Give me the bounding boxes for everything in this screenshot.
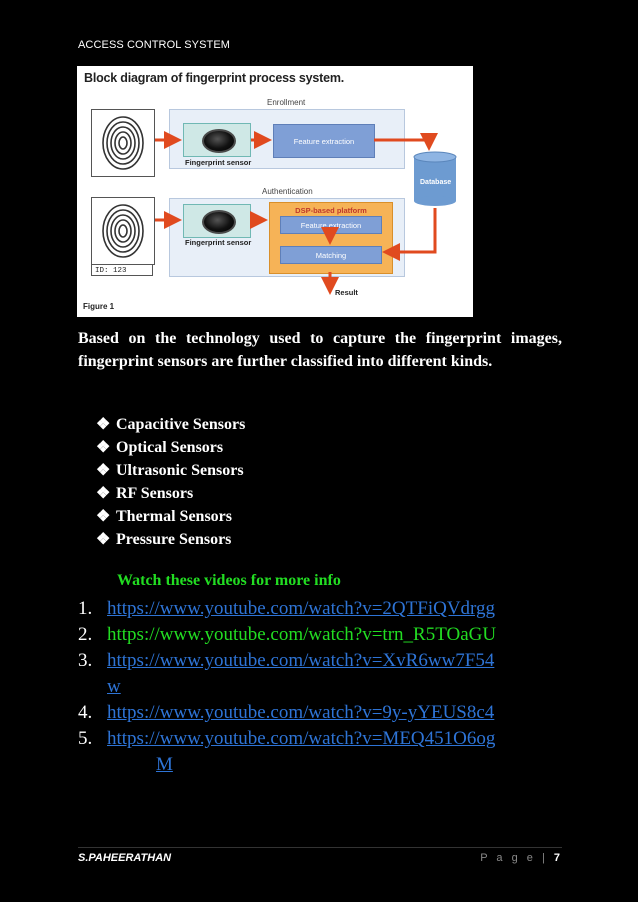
result-label: Result	[335, 288, 358, 297]
id-field: ID: 123	[91, 264, 153, 276]
sensor-icon	[202, 129, 236, 153]
list-item: ❖Pressure Sensors	[96, 528, 245, 551]
intro-paragraph: Based on the technology used to capture …	[78, 330, 562, 370]
page-number: 7	[553, 852, 560, 864]
list-item: ❖Thermal Sensors	[96, 505, 245, 528]
fingerprint-icon	[102, 116, 144, 170]
diamond-bullet-icon: ❖	[96, 485, 111, 502]
authentication-sensor-label: Fingerprint sensor	[185, 238, 252, 247]
enrollment-sensor	[183, 123, 251, 157]
figure-title: Block diagram of fingerprint process sys…	[84, 71, 345, 85]
video-link-2[interactable]: https://www.youtube.com/watch?v=trn_R5TO…	[107, 624, 497, 645]
list-item: 4.https://www.youtube.com/watch?v=9y-yYE…	[78, 702, 495, 723]
database-label: Database	[420, 179, 452, 186]
list-item: ❖RF Sensors	[96, 482, 245, 505]
list-item: 3.https://www.youtube.com/watch?v=XvR6ww…	[78, 650, 495, 697]
videos-heading: Watch these videos for more info	[117, 572, 341, 589]
matching-box: Matching	[280, 246, 382, 264]
enrollment-sensor-label: Fingerprint sensor	[185, 158, 252, 167]
authentication-label: Authentication	[262, 187, 313, 196]
list-item: ❖Capacitive Sensors	[96, 413, 245, 436]
database-icon	[413, 151, 457, 206]
footer-author: S.PAHEERATHAN	[78, 852, 172, 864]
sensor-icon	[202, 210, 236, 234]
list-item: 2.https://www.youtube.com/watch?v=trn_R5…	[78, 624, 497, 645]
video-links-list: 1.https://www.youtube.com/watch?v=2QTFiQ…	[78, 596, 562, 778]
diamond-bullet-icon: ❖	[96, 508, 111, 525]
video-link-1[interactable]: https://www.youtube.com/watch?v=2QTFiQVd…	[107, 598, 496, 619]
diamond-bullet-icon: ❖	[96, 416, 111, 433]
authentication-sensor	[183, 204, 251, 238]
enrollment-feature-extraction: Feature extraction	[273, 124, 375, 158]
figure-caption: Figure 1	[83, 302, 115, 311]
video-link-5-continued[interactable]: M	[156, 754, 173, 775]
block-diagram-figure: Block diagram of fingerprint process sys…	[77, 66, 473, 317]
diamond-bullet-icon: ❖	[96, 531, 111, 548]
authentication-fingerprint-image	[91, 197, 155, 265]
video-link-3[interactable]: https://www.youtube.com/watch?v=XvR6ww7F…	[107, 650, 495, 671]
page-header: ACCESS CONTROL SYSTEM	[78, 39, 231, 51]
list-item: 5.https://www.youtube.com/watch?v=MEQ451…	[78, 728, 496, 775]
diagram-arrows	[155, 131, 457, 295]
diamond-bullet-icon: ❖	[96, 462, 111, 479]
enrollment-fingerprint-image	[91, 109, 155, 177]
list-item: 1.https://www.youtube.com/watch?v=2QTFiQ…	[78, 598, 496, 619]
enrollment-label: Enrollment	[267, 98, 306, 107]
video-link-4[interactable]: https://www.youtube.com/watch?v=9y-yYEUS…	[107, 702, 495, 723]
dsp-label: DSP-based platform	[295, 206, 367, 215]
list-item: ❖Ultrasonic Sensors	[96, 459, 245, 482]
video-link-3-continued[interactable]: w	[107, 676, 121, 697]
fingerprint-icon	[102, 204, 144, 258]
video-link-5[interactable]: https://www.youtube.com/watch?v=MEQ451O6…	[107, 728, 496, 749]
footer-divider	[78, 847, 562, 848]
diamond-bullet-icon: ❖	[96, 439, 111, 456]
footer-page: P a g e | 7	[480, 852, 560, 864]
list-item: ❖Optical Sensors	[96, 436, 245, 459]
sensor-types-list: ❖Capacitive Sensors ❖Optical Sensors ❖Ul…	[96, 413, 245, 551]
